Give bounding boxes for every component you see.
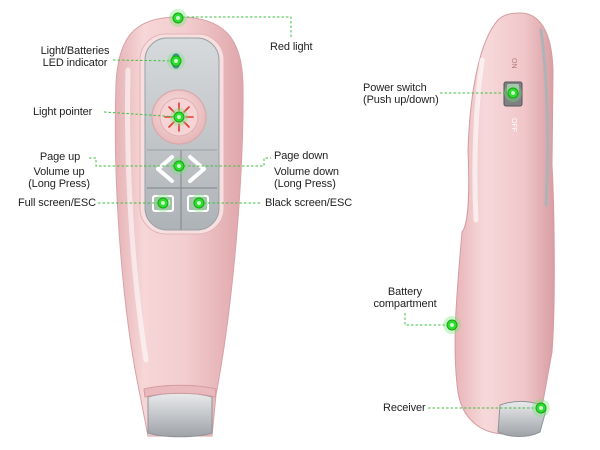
label-volume-down-line2: (Long Press)	[274, 178, 336, 190]
marker-battery	[443, 316, 461, 334]
marker-black-screen	[190, 194, 208, 212]
callout-markers	[154, 9, 550, 417]
label-full-screen: Full screen/ESC	[18, 197, 96, 209]
label-receiver: Receiver	[383, 402, 426, 414]
leader-led	[112, 59, 177, 62]
label-black-screen: Black screen/ESC	[265, 197, 353, 209]
leader-red-light	[178, 16, 292, 38]
side-body-highlight	[472, 57, 485, 223]
label-volume-down: Volume down (Long Press)	[274, 166, 339, 190]
label-power-line1: Power switch	[363, 82, 427, 94]
leader-lines	[89, 16, 541, 409]
marker-led	[167, 52, 185, 70]
marker-power	[504, 84, 522, 102]
leader-left	[89, 157, 179, 167]
presenter-side-view: ON OFF	[454, 12, 555, 437]
chevron-right-icon	[188, 155, 206, 183]
label-red-light: Red light	[270, 41, 313, 53]
switch-on-label: ON	[510, 58, 517, 69]
marker-red-light	[169, 9, 187, 27]
front-body-highlight	[125, 67, 149, 363]
label-page-up: Page up	[39, 151, 81, 163]
marker-pointer	[170, 108, 188, 126]
marker-receiver	[532, 399, 550, 417]
label-volume-up-line1: Volume up	[33, 166, 85, 178]
presenter-front-view	[114, 16, 244, 438]
leader-pointer	[103, 111, 180, 118]
label-battery-compartment: Battery compartment	[366, 286, 444, 310]
label-volume-up: Volume up (Long Press)	[26, 166, 92, 190]
chevron-left-icon	[156, 155, 174, 183]
label-power-line2: (Push up/down)	[363, 94, 439, 106]
label-power-switch: Power switch (Push up/down)	[363, 82, 439, 106]
label-volume-down-line1: Volume down	[274, 166, 339, 178]
receiver-cap-side	[497, 400, 547, 437]
label-volume-up-line2: (Long Press)	[28, 178, 90, 190]
marker-full-screen	[154, 194, 172, 212]
leader-right	[179, 157, 271, 167]
laser-burst-icon	[164, 102, 194, 132]
label-page-down: Page down	[274, 150, 329, 162]
label-battery-line1: Battery	[387, 286, 423, 298]
switch-off-label: OFF	[510, 118, 517, 132]
marker-page-buttons	[170, 157, 188, 175]
label-led-line2: LED indicator	[42, 57, 108, 69]
receiver-cap-front-lip	[143, 384, 217, 398]
side-button-edge	[539, 28, 550, 207]
label-light-pointer: Light pointer	[33, 106, 93, 118]
receiver-cap-front	[147, 392, 213, 438]
side-body	[454, 12, 555, 435]
label-led-indicator: Light/Batteries LED indicator	[36, 45, 114, 69]
label-led-line1: Light/Batteries	[40, 45, 110, 57]
label-battery-line2: compartment	[373, 298, 437, 310]
